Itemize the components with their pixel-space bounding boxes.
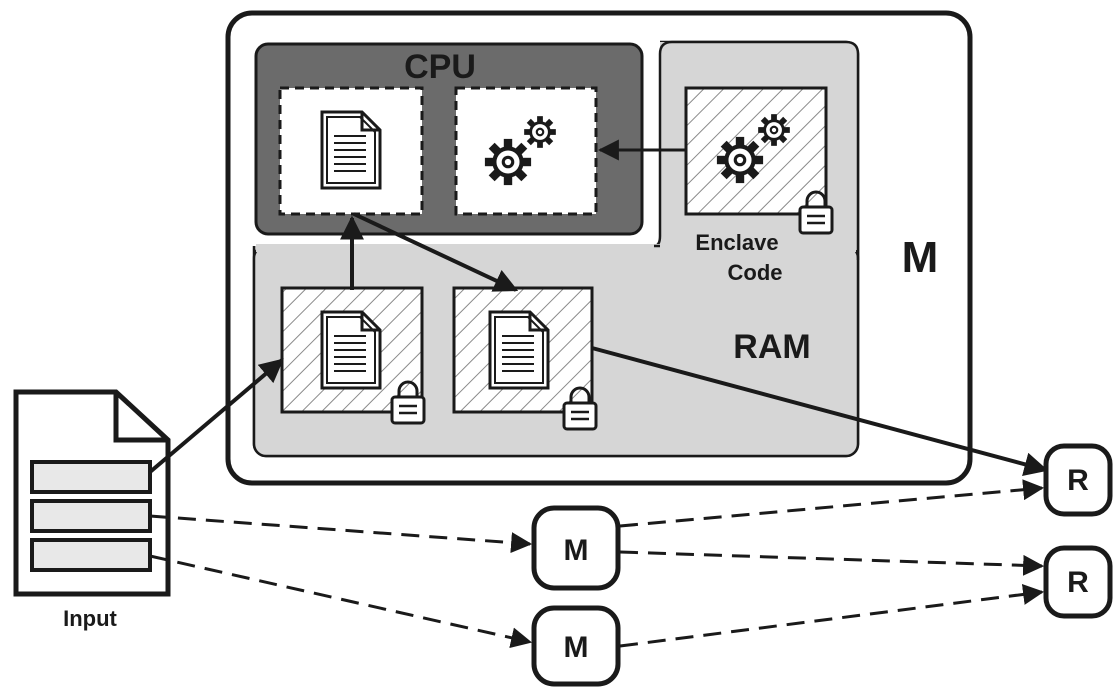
enclave-code-box <box>684 86 828 216</box>
enclave-label-line2: Code <box>728 260 783 285</box>
input-file <box>13 389 171 597</box>
reducer-node-1 <box>1043 443 1113 517</box>
dashed-arrow-mapper-1-to-reducer-1 <box>619 479 1045 528</box>
arrow-cpu-to-ram <box>353 212 519 292</box>
document-icon <box>320 310 382 390</box>
ram-label: RAM <box>733 328 810 366</box>
input-record-2 <box>30 499 152 533</box>
document-icon <box>488 310 550 390</box>
dashed-arrow-mapper-1-to-reducer-2 <box>619 550 1045 576</box>
mapper-2-label: M <box>564 631 589 664</box>
input-record-3 <box>30 538 152 572</box>
reducer-2-label: R <box>1067 566 1089 599</box>
cpu-code-slot <box>454 86 598 216</box>
dashed-arrow-mapper-2-to-reducer-2 <box>619 583 1045 648</box>
mapper-node-1 <box>531 505 621 591</box>
arrow-ram-to-reducer <box>591 346 1049 476</box>
reducer-1-label: R <box>1067 464 1089 497</box>
arrow-input-to-ram <box>148 358 284 474</box>
enclave-label-line1: Enclave <box>695 230 778 255</box>
dashed-arrow-input-to-mapper-2 <box>149 554 533 649</box>
reducer-node-2 <box>1043 545 1113 619</box>
input-label: Input <box>63 606 117 631</box>
input-record-1 <box>30 460 152 494</box>
machine-label: M <box>902 233 939 282</box>
cpu-label: CPU <box>404 48 476 86</box>
document-icon <box>320 110 382 190</box>
dashed-arrow-input-to-mapper-1 <box>149 514 533 554</box>
mapper-1-label: M <box>564 534 589 567</box>
mapper-node-2 <box>531 605 621 687</box>
